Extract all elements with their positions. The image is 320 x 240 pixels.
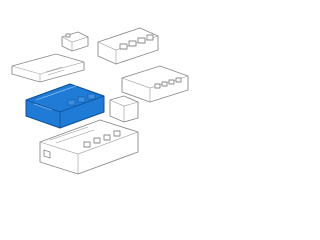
parts-diagram-svg xyxy=(11,27,189,175)
central-control-module-part[interactable] xyxy=(25,83,105,129)
flat-control-unit-part[interactable] xyxy=(11,53,85,83)
mounting-bracket-part[interactable] xyxy=(39,119,139,175)
relay-module-part[interactable] xyxy=(97,27,159,65)
parts-diagram xyxy=(11,27,189,175)
side-control-module-part[interactable] xyxy=(121,65,189,103)
small-bracket-part[interactable] xyxy=(109,95,139,123)
small-connector-part[interactable] xyxy=(61,31,89,52)
